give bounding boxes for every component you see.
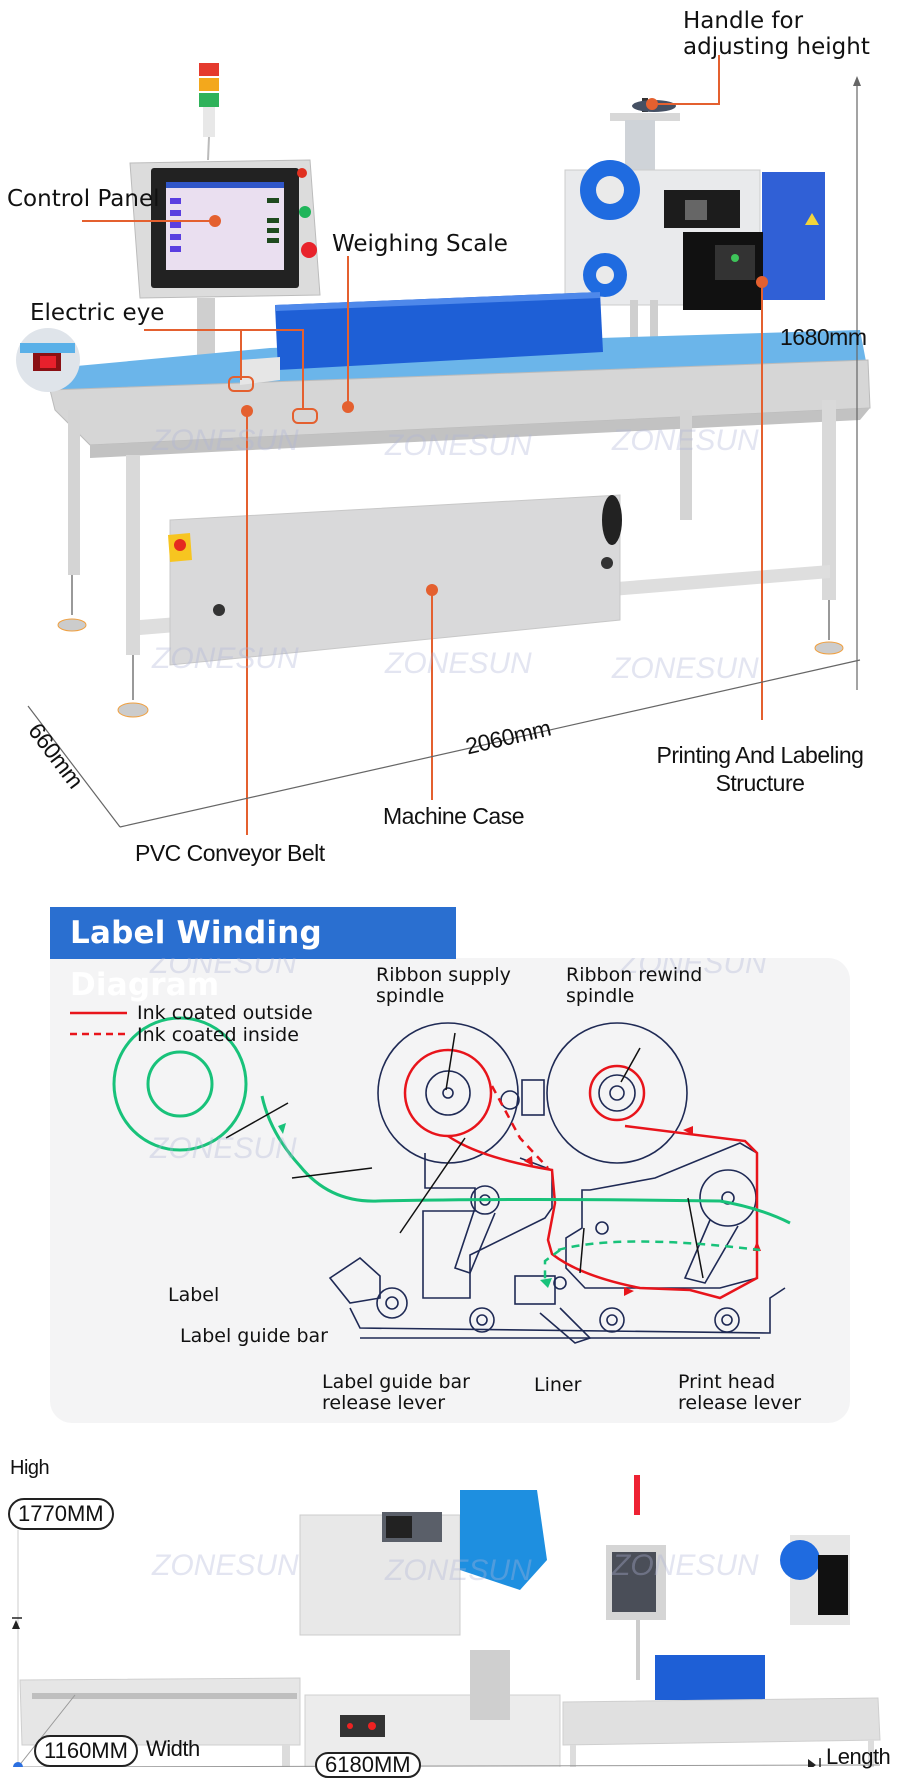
callout-weighing-scale: Weighing Scale — [332, 231, 508, 257]
height-pill: 1770MM — [8, 1498, 114, 1530]
length-pill: 6180MM — [315, 1752, 421, 1778]
callout-handle-line2: adjusting height — [683, 34, 870, 60]
callout-handle-line1: Handle for — [683, 8, 804, 34]
winding-diagram-title: Label Winding Diagram — [50, 907, 456, 1003]
machine-illustration: ZONESUN ZONESUN ZONESUN ZONESUN ZONESUN … — [16, 55, 871, 835]
arrow-right-icon — [808, 1759, 816, 1767]
mechanism-outline — [328, 1022, 786, 1344]
svg-text:ZONESUN: ZONESUN — [384, 1554, 532, 1587]
svg-text:ZONESUN: ZONESUN — [149, 1132, 297, 1165]
label-text: Label — [168, 1284, 220, 1306]
weighing-scale-box — [240, 292, 603, 385]
supply-spindle-line2: spindle — [376, 985, 445, 1007]
callout-control-panel: Control Panel — [7, 186, 160, 212]
checkweigh-labeler — [562, 1475, 881, 1767]
winding-diagram-panel — [50, 958, 850, 1423]
ribbon-path-solid — [403, 1048, 759, 1300]
callout-pvc-belt: PVC Conveyor Belt — [135, 840, 325, 866]
ribbon-path-dashed — [490, 1085, 549, 1169]
rewind-spindle-line2: spindle — [566, 985, 635, 1007]
dimension-height: 1680mm — [780, 324, 867, 350]
guide-release-line2: release lever — [322, 1392, 446, 1414]
signal-tower-icon — [199, 63, 219, 161]
arrow-up-icon — [12, 1620, 20, 1629]
callout-printing-line2: Structure — [715, 770, 805, 796]
winding-diagram-drawing: ZONESUN ZONESUN ZONESUN — [70, 958, 791, 1344]
guide-bar-text: Label guide bar — [180, 1325, 328, 1347]
svg-text:ZONESUN: ZONESUN — [151, 1549, 299, 1582]
svg-text:ZONESUN: ZONESUN — [149, 958, 297, 980]
svg-text:ZONESUN: ZONESUN — [619, 958, 767, 980]
liner-text: Liner — [534, 1374, 582, 1396]
svg-text:ZONESUN: ZONESUN — [151, 642, 299, 675]
printhead-release-line2: release lever — [678, 1392, 802, 1414]
machine-overview: ZONESUN ZONESUN ZONESUN ZONESUN ZONESUN … — [0, 0, 900, 880]
arrow-up-icon — [853, 76, 861, 86]
svg-text:ZONESUN: ZONESUN — [384, 429, 532, 462]
length-label: Length — [826, 1744, 891, 1769]
svg-text:ZONESUN: ZONESUN — [151, 424, 299, 457]
production-line-illustration: ZONESUN ZONESUN ZONESUN — [12, 1475, 881, 1767]
guide-release-line1: Label guide bar — [322, 1371, 470, 1393]
callout-machine-case: Machine Case — [383, 803, 525, 829]
width-pill: 1160MM — [34, 1735, 138, 1767]
legend-solid-label: Ink coated outside — [137, 1002, 313, 1024]
dimension-lines — [27, 80, 861, 828]
flow-wrapper — [299, 1490, 561, 1767]
liner-arrow-icon — [540, 1278, 552, 1288]
legend-dashed-label: Ink coated inside — [137, 1024, 299, 1046]
callout-printing-line1: Printing And Labeling — [656, 742, 864, 768]
labeler-head — [564, 98, 825, 350]
svg-text:ZONESUN: ZONESUN — [611, 652, 759, 685]
svg-text:ZONESUN: ZONESUN — [611, 424, 759, 457]
electric-eye-marker-2 — [292, 408, 318, 424]
electric-eye-inset — [16, 328, 80, 392]
printhead-release-line1: Print head — [678, 1371, 776, 1393]
svg-text:ZONESUN: ZONESUN — [611, 1549, 759, 1582]
label-path — [112, 1016, 791, 1225]
watermark-group-2: ZONESUN ZONESUN ZONESUN — [149, 958, 767, 1165]
svg-text:ZONESUN: ZONESUN — [384, 647, 532, 680]
rewind-spindle-line1: Ribbon rewind — [566, 964, 703, 986]
conveyor-frame — [49, 330, 871, 718]
supply-spindle-line1: Ribbon supply — [376, 964, 511, 986]
liner-path-dashed — [543, 1240, 761, 1283]
callout-electric-eye: Electric eye — [30, 300, 165, 326]
callout-lines — [82, 55, 763, 835]
watermark-group: ZONESUN ZONESUN ZONESUN ZONESUN ZONESUN … — [151, 424, 759, 685]
width-dimension-line — [17, 1694, 76, 1767]
callout-dots — [209, 98, 768, 596]
ribbon-arrow-icons — [524, 1126, 761, 1296]
high-label: High — [10, 1457, 50, 1479]
width-label: Width — [146, 1736, 200, 1761]
watermark-group-3: ZONESUN ZONESUN ZONESUN — [151, 1549, 759, 1587]
leader-lines — [225, 1032, 704, 1279]
machine-case-box — [168, 494, 622, 666]
origin-dot — [13, 1762, 23, 1767]
label-arrow-icon — [278, 1123, 286, 1134]
